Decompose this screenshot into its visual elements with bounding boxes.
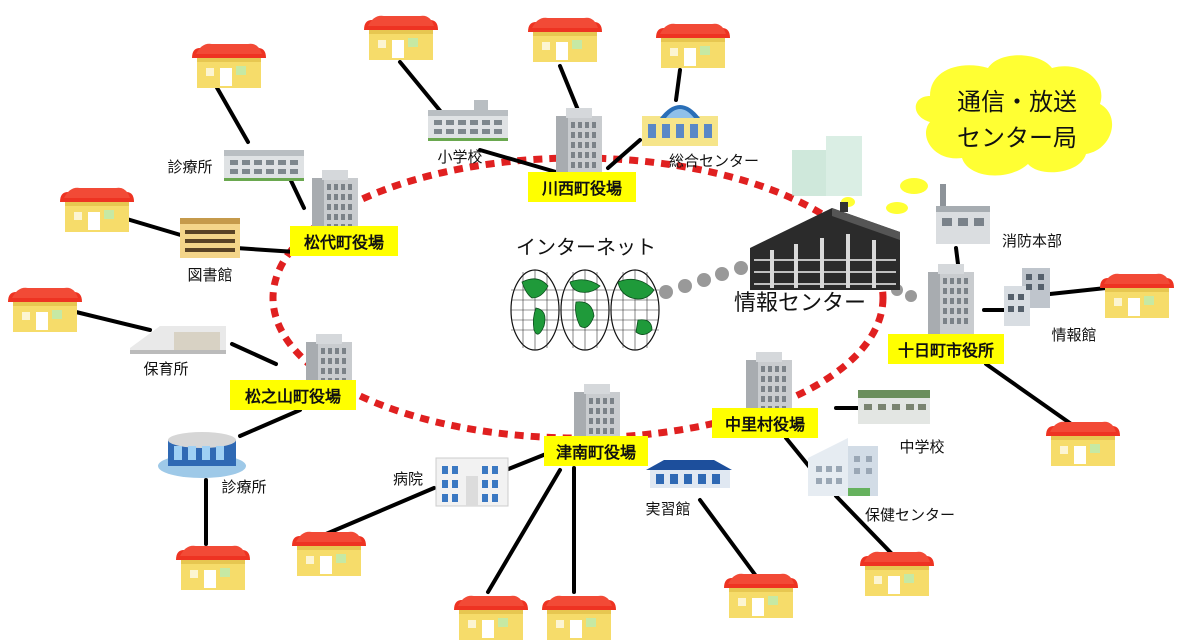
fire-station-icon [936,184,990,244]
school-icon [428,100,508,141]
facility-label-shobo: 消防本部 [1002,232,1062,250]
facility-label-sogo: 総合センター [669,152,759,170]
round-clinic-icon [158,432,246,478]
facility-label-jisshukan: 実習館 [645,500,690,518]
bubble-line-1: 通信・放送 [957,88,1077,116]
hospital-icon [435,457,509,507]
town-hall-label-kawanishi: 川西町役場 [528,172,636,202]
svg-text:松之山町役場: 松之山町役場 [245,387,341,406]
facility-label-chugakko: 中学校 [899,438,944,456]
facility-label-shinryojo1: 診療所 [167,158,212,176]
clinic-icon [224,150,304,181]
network-ring [269,154,887,442]
broadcast-bubble: 通信・放送 センター局 [915,55,1113,176]
bubble-line-2: センター局 [957,124,1077,152]
facility-label-shinryojo2: 診療所 [221,478,266,496]
town-hall-label-matsushiro: 松代町役場 [290,226,398,256]
town-hall-label-tsunan: 津南町役場 [544,436,648,466]
health-center-icon [808,438,878,496]
library-icon [180,218,240,258]
information-center-building [750,202,900,290]
facility-label-toshokan: 図書館 [187,266,232,284]
nursery-icon [130,326,226,354]
info-center-label: 情報センター [734,291,866,316]
town-hall-label-nakasato: 中里村役場 [712,408,818,438]
facility-label-hoken: 保健センター [865,506,955,524]
facility-label-shogakko: 小学校 [437,148,482,166]
svg-text:中里村役場: 中里村役場 [725,415,805,434]
facility-label-johokan: 情報館 [1051,326,1096,344]
globe-icon [510,269,660,351]
info-hall-icon [1004,268,1050,326]
dome-building-icon [642,105,718,146]
svg-text:川西町役場: 川西町役場 [541,179,622,198]
town-hall-label-tokamachi: 十日町市役所 [888,334,1004,364]
svg-text:松代町役場: 松代町役場 [304,233,384,252]
svg-text:津南町役場: 津南町役場 [556,443,636,462]
training-hall-icon [646,460,732,488]
broadcast-station-icon [792,136,862,196]
facility-label-byoin: 病院 [393,470,423,488]
facility-label-hoikujo: 保育所 [143,360,188,378]
internet-label: インターネット [516,235,656,259]
svg-text:十日町市役所: 十日町市役所 [898,341,994,360]
middle-school-icon [858,390,930,424]
wireless-dots [659,261,917,302]
town-hall-label-matsunoyama: 松之山町役場 [230,380,356,410]
